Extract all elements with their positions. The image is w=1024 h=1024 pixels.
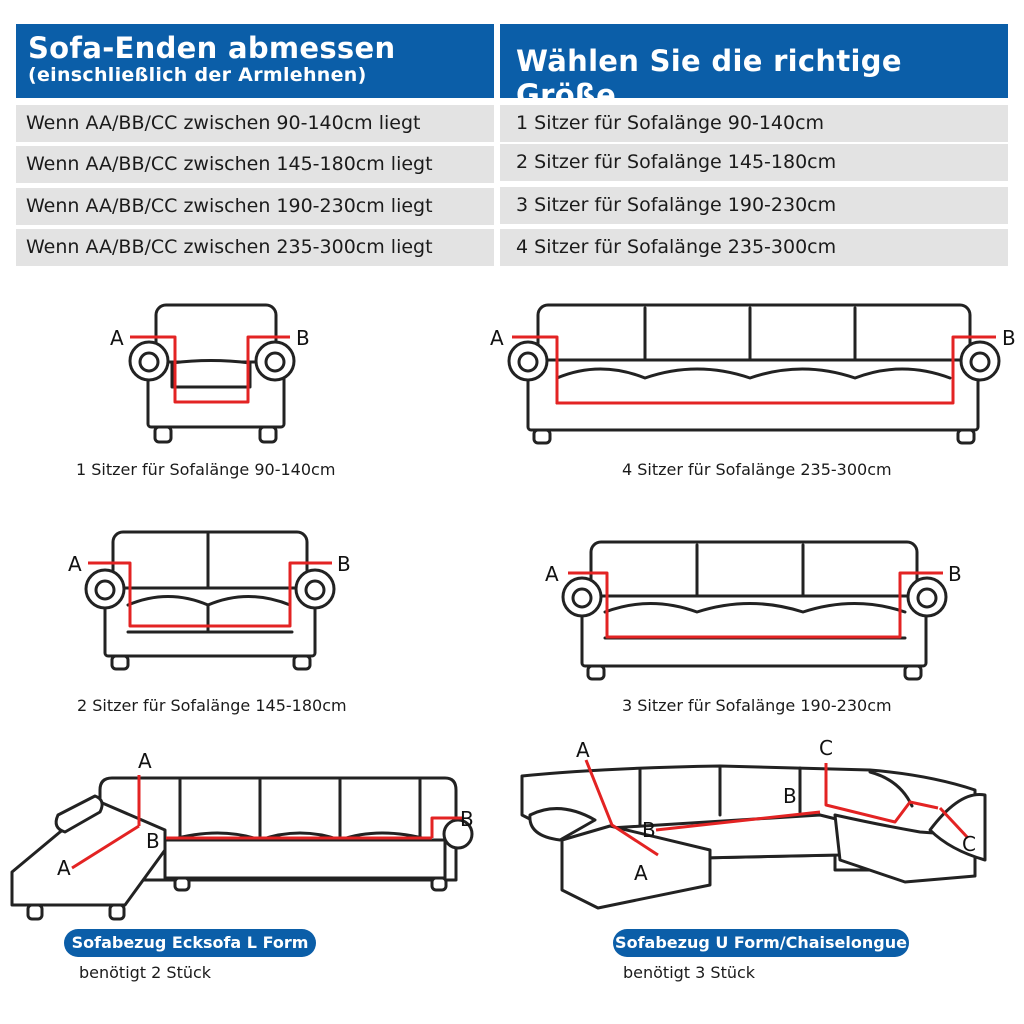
l-shape-note: benötigt 2 Stück [79,963,212,982]
u-shape-label-b-left: B [642,818,656,842]
four-seater-sofa-drawing [507,303,1001,445]
table-row-size: 3 Sitzer für Sofalänge 190-230cm [500,187,1008,224]
two-seater-label-b: B [337,552,351,576]
table-row-size: 2 Sitzer für Sofalänge 145-180cm [500,144,1008,181]
three-seater-caption: 3 Sitzer für Sofalänge 190-230cm [622,696,892,715]
l-shape-label-b-left: B [146,829,160,853]
table-row-size: 4 Sitzer für Sofalänge 235-300cm [500,229,1008,266]
u-shape-label-a-bottom: A [634,861,648,885]
measure-title: Sofa-Enden abmessen [28,31,396,65]
u-shape-note: benötigt 3 Stück [623,963,756,982]
u-shape-label-c-top: C [819,736,833,760]
one-seater-caption: 1 Sitzer für Sofalänge 90-140cm [76,460,336,479]
two-seater-sofa-drawing [84,530,336,671]
u-shape-label-b-right: B [783,784,797,808]
table-row-measure: Wenn AA/BB/CC zwischen 235-300cm liegt [16,229,494,266]
u-shape-pill: Sofabezug U Form/Chaiselongue [613,929,909,957]
l-shape-label-a-bottom: A [57,856,71,880]
table-row-measure: Wenn AA/BB/CC zwischen 145-180cm liegt [16,146,494,183]
table-header-size: Wählen Sie die richtige Größe [500,24,1008,112]
table-row-measure: Wenn AA/BB/CC zwischen 190-230cm liegt [16,188,494,225]
u-shape-sofa-drawing [520,759,987,910]
l-shape-pill: Sofabezug Ecksofa L Form [64,929,316,957]
two-seater-caption: 2 Sitzer für Sofalänge 145-180cm [77,696,347,715]
l-shape-sofa-drawing [10,775,474,921]
l-shape-label-a-top: A [138,749,152,773]
table-row-measure: Wenn AA/BB/CC zwischen 90-140cm liegt [16,105,494,142]
u-shape-label-c-right: C [962,832,976,856]
table-row-size: 1 Sitzer für Sofalänge 90-140cm [500,105,1008,142]
measure-subtitle: (einschließlich der Armlehnen) [28,64,367,86]
three-seater-label-b: B [948,562,962,586]
u-shape-label-a-top: A [576,738,590,762]
l-shape-label-b-right: B [460,807,474,831]
two-seater-label-a: A [68,552,82,576]
four-seater-label-a: A [490,326,504,350]
three-seater-sofa-drawing [561,540,948,681]
four-seater-caption: 4 Sitzer für Sofalänge 235-300cm [622,460,892,479]
one-seater-label-a: A [110,326,124,350]
one-seater-label-b: B [296,326,310,350]
four-seater-label-b: B [1002,326,1016,350]
three-seater-label-a: A [545,562,559,586]
table-header-measure: Sofa-Enden abmessen (einschließlich der … [16,24,494,98]
one-seater-sofa-drawing [128,303,296,444]
